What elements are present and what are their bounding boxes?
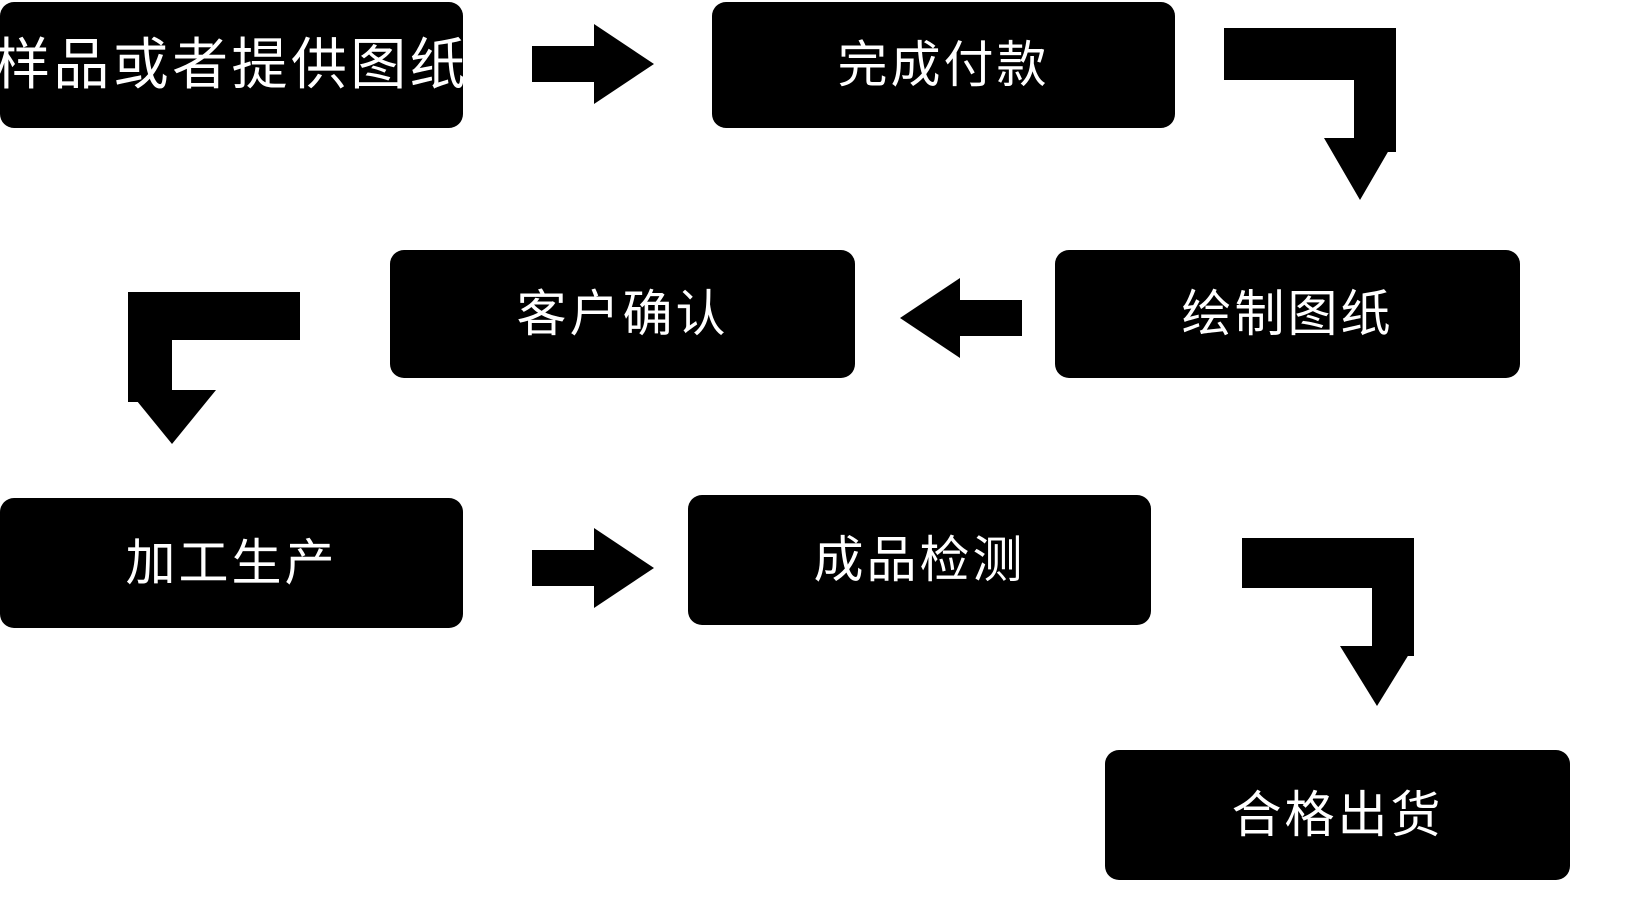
- elbow-arrow-right-down-icon: [1242, 538, 1414, 706]
- node-production-label: 加工生产: [125, 535, 338, 591]
- node-confirm-label: 客户确认: [516, 286, 729, 342]
- elbow-arrow-left-down-icon: [128, 292, 300, 444]
- node-sample[interactable]: 样品或者提供图纸: [0, 2, 466, 128]
- arrow-right-icon: [532, 528, 654, 608]
- arrow-right-icon: [532, 24, 654, 104]
- node-drawing-label: 绘制图纸: [1181, 286, 1394, 342]
- arrow-left-icon: [900, 278, 1022, 358]
- node-production[interactable]: 加工生产: [0, 498, 463, 628]
- elbow-arrow-right-down-icon: [1224, 28, 1396, 200]
- node-inspection-label: 成品检测: [813, 532, 1026, 588]
- node-shipment[interactable]: 合格出货: [1105, 750, 1570, 880]
- node-payment[interactable]: 完成付款: [712, 2, 1175, 128]
- node-drawing[interactable]: 绘制图纸: [1055, 250, 1520, 378]
- node-confirm[interactable]: 客户确认: [390, 250, 855, 378]
- node-inspection[interactable]: 成品检测: [688, 495, 1151, 625]
- node-shipment-label: 合格出货: [1231, 787, 1444, 843]
- node-payment-label: 完成付款: [837, 37, 1050, 93]
- node-sample-label: 样品或者提供图纸: [0, 33, 469, 96]
